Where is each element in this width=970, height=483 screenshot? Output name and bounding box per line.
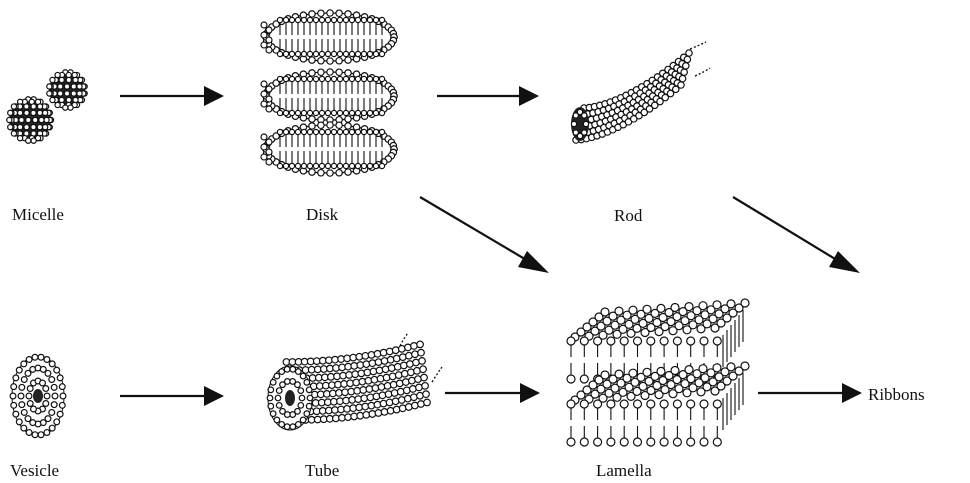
lamella-structure bbox=[567, 299, 749, 446]
rod-structure bbox=[571, 42, 710, 143]
label-rod: Rod bbox=[614, 206, 643, 225]
arrow-disk-to-rod bbox=[437, 86, 539, 106]
vesicle-structure bbox=[10, 354, 66, 437]
arrow-rod-to-ribbons bbox=[733, 197, 860, 273]
tube-structure bbox=[267, 333, 442, 430]
micelle-structure-large bbox=[47, 70, 88, 111]
arrow-tube-to-lamella bbox=[445, 383, 540, 403]
label-ribbons: Ribbons bbox=[868, 385, 925, 404]
arrow-lamella-to-ribbons bbox=[758, 383, 862, 403]
label-tube: Tube bbox=[305, 461, 339, 480]
micelle-structure-small bbox=[7, 97, 54, 144]
arrow-disk-to-lamella bbox=[420, 197, 549, 273]
arrow-micelle-to-disk bbox=[120, 86, 224, 106]
label-vesicle: Vesicle bbox=[10, 461, 59, 480]
label-micelle: Micelle bbox=[12, 205, 64, 224]
label-lamella: Lamella bbox=[596, 461, 652, 480]
disk-structure bbox=[261, 10, 397, 176]
arrow-vesicle-to-tube bbox=[120, 386, 224, 406]
label-disk: Disk bbox=[306, 205, 339, 224]
